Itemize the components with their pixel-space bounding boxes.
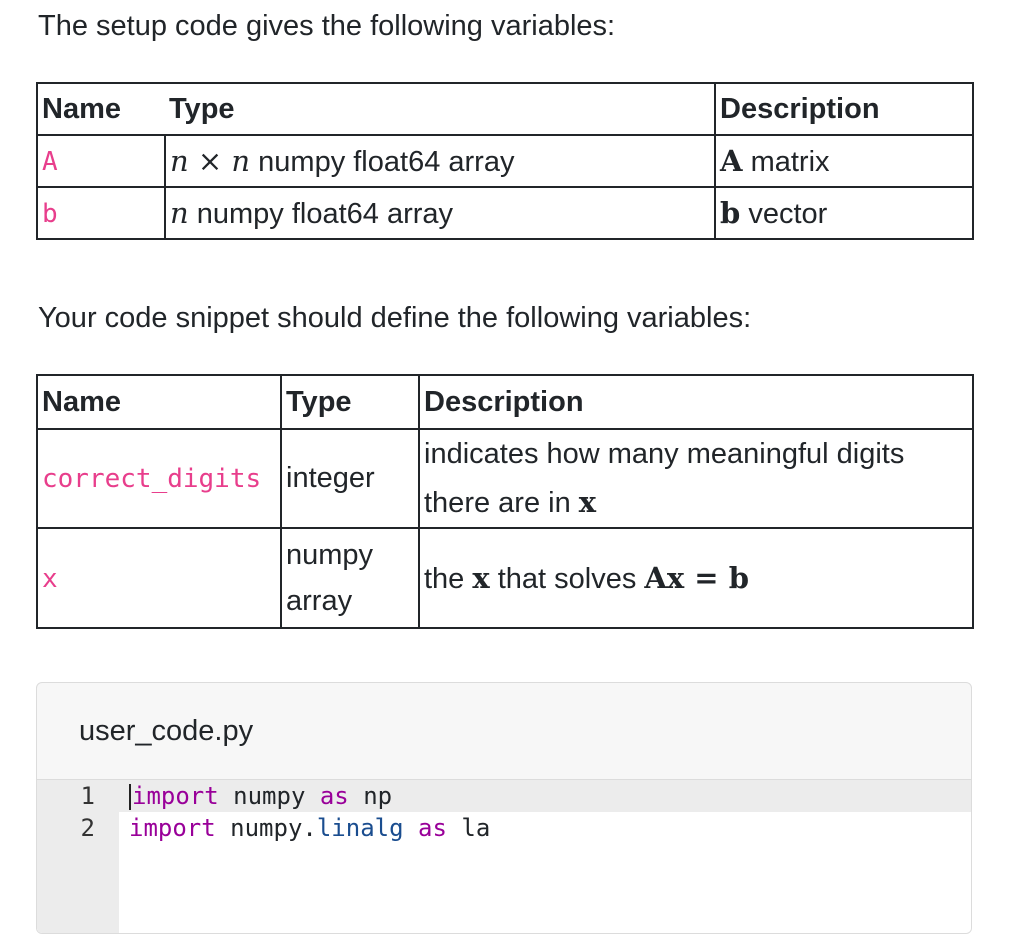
table-row: correct_digits integer indicates how man… xyxy=(36,428,974,529)
column-header-description: Description xyxy=(418,374,974,430)
variable-type-cell: n numpy float64 array xyxy=(164,186,716,240)
variable-type-cell: integer xyxy=(280,428,420,529)
table-row: b n numpy float64 array b vector xyxy=(36,186,974,240)
table-row: x numpy array the x that solves Ax = b xyxy=(36,527,974,629)
define-intro-text: Your code snippet should define the foll… xyxy=(38,302,752,334)
description-math: b xyxy=(720,195,741,230)
code-content[interactable]: import numpy as np xyxy=(129,780,392,812)
variable-description-cell: the x that solves Ax = b xyxy=(418,527,974,629)
description-text: vector xyxy=(740,197,828,230)
code-editor[interactable]: 1 import numpy as np 2 import numpy.lina… xyxy=(37,779,971,933)
equation: Ax = b xyxy=(644,560,749,595)
variable-description-cell: b vector xyxy=(714,186,974,240)
variable-name: A xyxy=(42,146,58,177)
code-line-1[interactable]: 1 import numpy as np xyxy=(37,780,971,812)
description-math: x xyxy=(472,560,490,595)
variable-description-cell: A matrix xyxy=(714,134,974,188)
column-header-description: Description xyxy=(714,82,974,136)
variable-type-cell: n × n numpy float64 array xyxy=(164,134,716,188)
table-header-row: Name Type Description xyxy=(36,374,974,430)
description-text: matrix xyxy=(742,145,830,178)
submodule-name: linalg xyxy=(316,814,404,842)
description-mid: that solves xyxy=(489,562,645,595)
variable-name-cell: x xyxy=(36,527,282,629)
keyword-import: import xyxy=(132,782,219,810)
keyword-as: as xyxy=(403,814,447,842)
line-number: 2 xyxy=(80,814,95,842)
text-cursor xyxy=(129,784,131,810)
description-math: A xyxy=(720,143,743,178)
variable-description-cell: indicates how many meaningful digits the… xyxy=(418,428,974,529)
column-header-name: Name xyxy=(36,374,282,430)
variable-name-cell: correct_digits xyxy=(36,428,282,529)
variable-type-cell: numpy array xyxy=(280,527,420,629)
module-name: numpy xyxy=(218,782,320,810)
module-name: numpy. xyxy=(215,814,317,842)
variable-name: b xyxy=(42,198,58,229)
type-text: numpy float64 array xyxy=(188,197,454,230)
variable-name: x xyxy=(42,563,58,594)
type-math: n × n xyxy=(170,143,251,178)
alias-name: la xyxy=(446,814,491,842)
variable-name: correct_digits xyxy=(42,464,262,494)
description-text: indicates how many meaningful digits the… xyxy=(424,438,905,519)
variable-name-cell: b xyxy=(36,186,166,240)
table-row: A n × n numpy float64 array A matrix xyxy=(36,134,974,188)
code-editor-card: user_code.py 1 import numpy as np 2 impo… xyxy=(36,682,972,934)
define-variables-table: Name Type Description correct_digits int… xyxy=(36,374,974,629)
setup-intro-text: The setup code gives the following varia… xyxy=(38,10,616,42)
line-number: 1 xyxy=(80,782,95,810)
column-header-name: Name xyxy=(36,82,165,136)
alias-name: np xyxy=(348,782,393,810)
variable-name-cell: A xyxy=(36,134,166,188)
type-text: numpy array xyxy=(286,539,374,617)
keyword-as: as xyxy=(319,782,349,810)
column-header-type: Type xyxy=(280,374,420,430)
type-text: integer xyxy=(286,462,375,494)
type-math: n xyxy=(170,195,189,230)
column-header-type: Type xyxy=(165,82,715,136)
code-line-2[interactable]: 2 import numpy.linalg as la xyxy=(37,812,971,844)
code-content[interactable]: import numpy.linalg as la xyxy=(129,812,490,844)
table-header-row: Name Type Description xyxy=(36,82,974,136)
keyword-import: import xyxy=(129,814,216,842)
setup-variables-table: Name Type Description A n × n numpy floa… xyxy=(36,82,974,240)
type-text: numpy float64 array xyxy=(250,145,515,178)
description-prefix: the xyxy=(424,562,473,595)
description-math: x xyxy=(578,485,597,519)
editor-filename: user_code.py xyxy=(79,715,254,747)
